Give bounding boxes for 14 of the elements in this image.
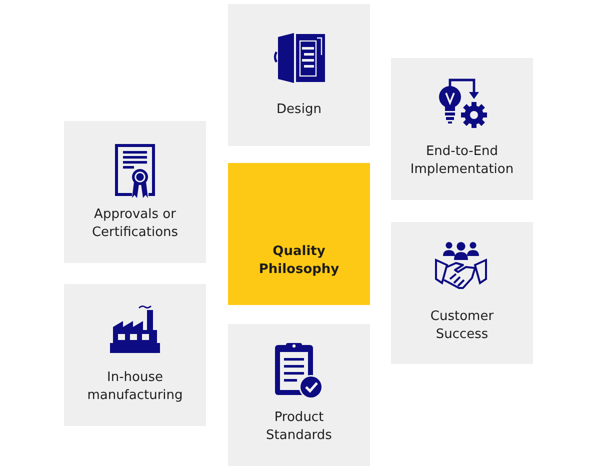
tile-label: End-to-End Implementation (409, 143, 515, 179)
feature-tile (228, 4, 370, 146)
highlight-tile (228, 163, 370, 305)
feature-tile (391, 222, 533, 364)
tile-label: Approvals or Certifications (90, 206, 180, 242)
tile-label: Design (276, 101, 322, 119)
tile-label: Quality Philosophy (258, 243, 340, 279)
feature-tile (228, 324, 370, 466)
tile-label: Product Standards (265, 408, 333, 444)
feature-tile (391, 58, 533, 200)
tile-label: In-house manufacturing (86, 369, 184, 405)
feature-tile (64, 284, 206, 426)
tile-label: Customer Success (429, 308, 495, 344)
feature-tile (64, 121, 206, 263)
